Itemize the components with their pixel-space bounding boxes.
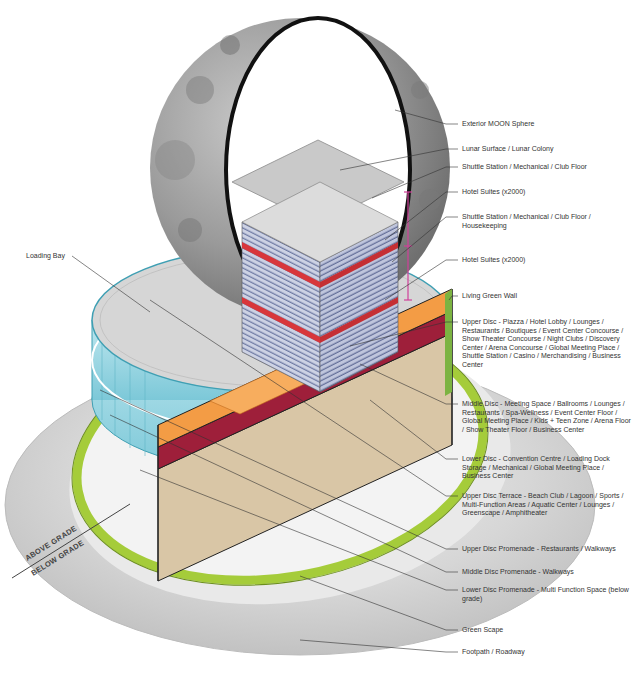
- callout-label: Shuttle Station / Mechanical / Club Floo…: [462, 213, 634, 230]
- callout-label: Exterior MOON Sphere: [462, 120, 634, 129]
- callout-label: Footpath / Roadway: [462, 648, 634, 657]
- callout-label: Upper Disc - Piazza / Hotel Lobby / Loun…: [462, 318, 634, 369]
- callout-label: Middle Disc - Meeting Space / Ballrooms …: [462, 400, 634, 434]
- callout-label: Upper Disc Promenade - Restaurants / Wal…: [462, 545, 634, 554]
- callout-label: Loading Bay: [26, 252, 74, 261]
- callout-label: Middle Disc Promenade - Walkways: [462, 568, 634, 577]
- callout-label: Hotel Suites (x2000): [462, 256, 634, 265]
- callout-label: Living Green Wall: [462, 292, 634, 301]
- callout-label: Lower Disc Promenade - Multi Function Sp…: [462, 586, 634, 603]
- callout-label: Upper Disc Terrace - Beach Club / Lagoon…: [462, 492, 634, 518]
- callout-label: Hotel Suites (x2000): [462, 188, 634, 197]
- callout-label: Shuttle Station / Mechanical / Club Floo…: [462, 163, 634, 172]
- callout-label: Lunar Surface / Lunar Colony: [462, 145, 634, 154]
- callout-label: Lower Disc - Convention Centre / Loading…: [462, 455, 634, 481]
- callout-label: Green Scape: [462, 626, 634, 635]
